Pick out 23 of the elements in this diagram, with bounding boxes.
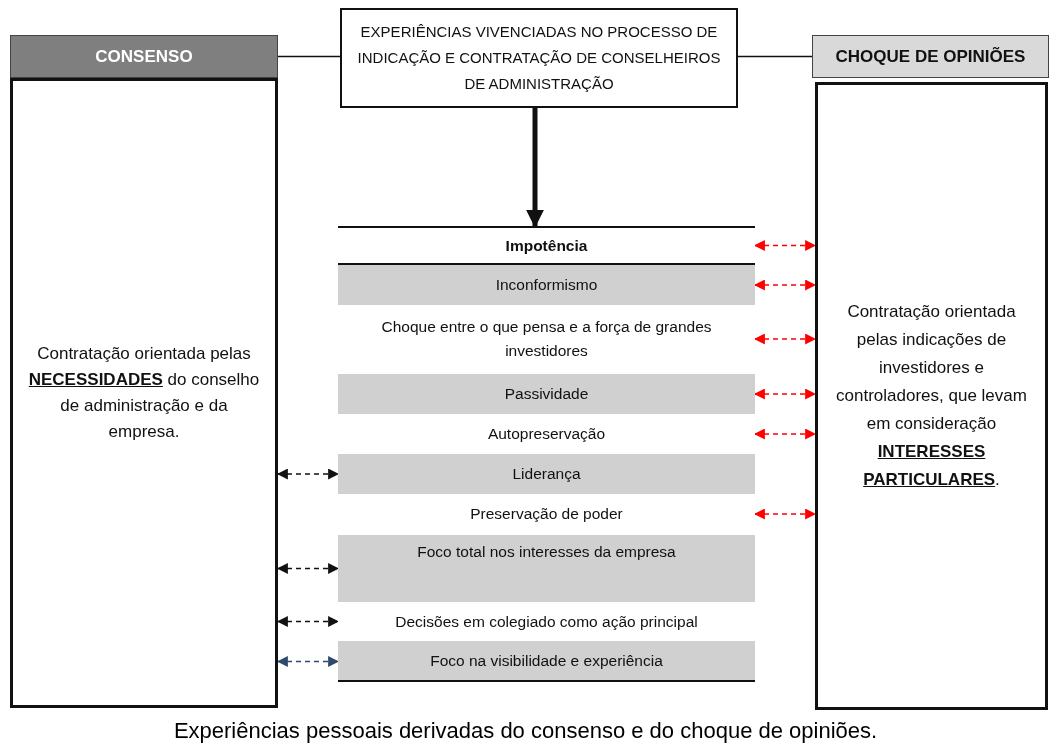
caption: Experiências pessoais derivadas do consenso e do choque de opiniões.: [172, 718, 879, 744]
panel-box: Contratação orientada pelas NECESSIDADES do conselho de administração e da empresa.: [10, 78, 278, 708]
shaded-row: Liderança: [338, 454, 755, 494]
list-item: Impotência: [338, 226, 755, 265]
connector-line: [277, 55, 341, 58]
panel-box: Contratação orientada pelas indicações de investidores e controladores, que levam em consideração INTERESSES PARTICULARES.: [815, 82, 1048, 710]
double-arrow: [276, 616, 340, 627]
node-label: Decisões em colegiado como ação principal: [395, 612, 698, 630]
shaded-row: Foco total nos interesses da empresa: [338, 535, 755, 602]
node-label: Preservação de poder: [470, 505, 623, 522]
double-arrow: [276, 468, 340, 480]
shaded-row: Inconformismo: [338, 265, 755, 305]
shaded-row: Foco na visibilidade e experiência: [338, 641, 755, 682]
connector-line: [737, 55, 813, 58]
node-label: Choque entre o que pensa e a força de grandes investidores: [381, 318, 712, 359]
title-box: EXPERIÊNCIAS VIVENCIADAS NO PROCESSO DE INDICAÇÃO E CONTRATAÇÃO DE CONSELHEIROS DE ADMINISTRAÇÃO: [340, 8, 738, 108]
double-arrow: [276, 563, 340, 574]
shaded-row: Passividade: [338, 374, 755, 414]
arrow: [526, 108, 544, 228]
double-arrow: [276, 656, 340, 667]
header-box: CONSENSO: [10, 35, 278, 78]
node-label: Autopreservação: [487, 425, 606, 442]
header-box: CHOQUE DE OPINIÕES: [812, 35, 1049, 78]
